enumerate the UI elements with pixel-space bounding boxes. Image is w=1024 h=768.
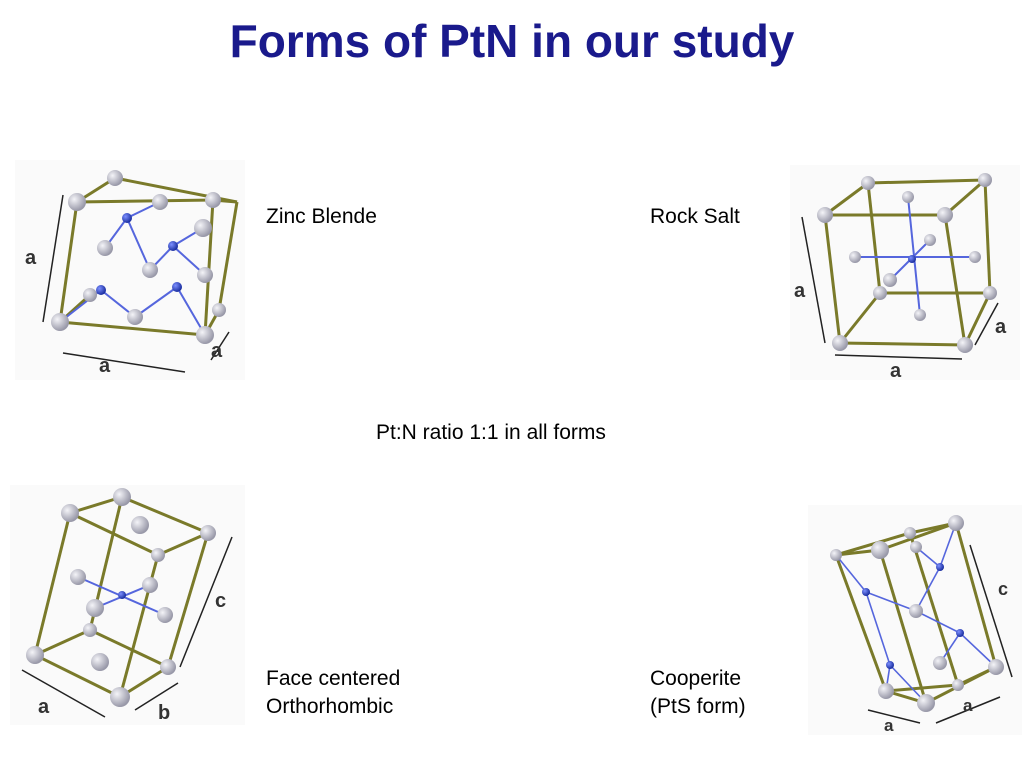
cooperite-label: Cooperite (PtS form) [650,665,746,721]
face-centered-label-line2: Orthorhombic [266,695,394,718]
zb-bottom-axis-label: a [99,355,111,377]
fco-bottom-axis-label: a [38,696,50,718]
coop-bottom-axis-label: a [884,716,894,735]
zinc-blende-structure: a a a [15,160,245,380]
fco-side-axis-label: c [215,590,226,612]
ratio-note: Pt:N ratio 1:1 in all forms [376,421,606,444]
zinc-blende-label: Zinc Blende [266,205,377,228]
rs-bottom-axis-label: a [890,360,902,380]
rock-salt-label: Rock Salt [650,205,740,228]
rock-salt-structure: a a a [790,165,1020,380]
rs-depth-axis-label: a [995,316,1007,338]
rs-side-axis-label: a [794,280,806,302]
coop-side-axis-label: c [998,579,1008,599]
page-title: Forms of PtN in our study [229,15,795,67]
cooperite-structure: a a c [808,505,1022,735]
cooperite-label-line1: Cooperite [650,667,742,690]
face-centered-label: Face centered Orthorhombic [266,665,400,721]
coop-depth-axis-label: a [963,696,973,715]
face-centered-label-line1: Face centered [266,667,401,690]
zb-side-axis-label: a [25,247,37,269]
fco-depth-axis-label: b [158,702,170,724]
zb-depth-axis-label: a [211,340,223,362]
cooperite-label-line2: (PtS form) [650,695,746,718]
face-centered-orthorhombic-structure: a b c [10,485,245,725]
